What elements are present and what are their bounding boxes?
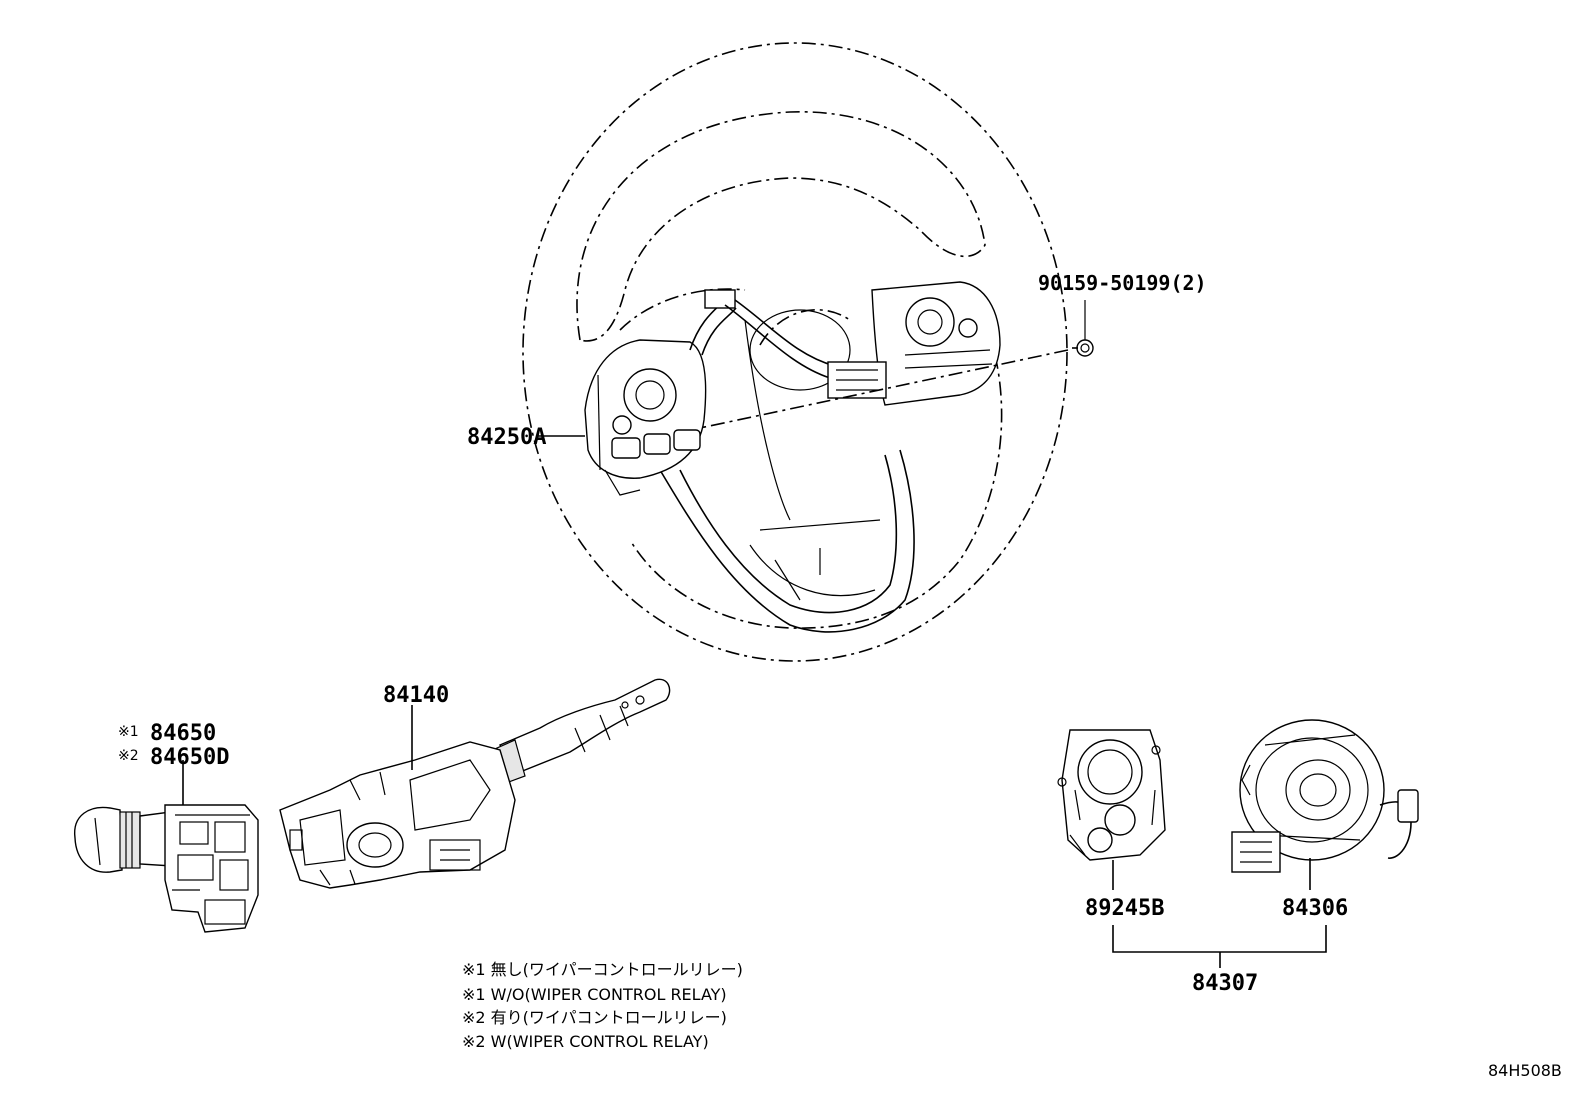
note-4: ※2 W(WIPER CONTROL RELAY) <box>462 1032 709 1051</box>
mark-1: ※1 <box>118 724 139 740</box>
steering-wheel <box>522 42 1068 662</box>
steering-switch-left <box>584 289 836 496</box>
note-2: ※1 W/O(WIPER CONTROL RELAY) <box>462 985 727 1004</box>
steering-switch-right <box>827 281 1001 406</box>
mark-2: ※2 <box>118 748 139 764</box>
note-3: ※2 有り(ワイパコントロールリレー) <box>462 1008 727 1027</box>
combination-switch <box>279 678 671 889</box>
label-84140: 84140 <box>383 683 449 708</box>
note-1: ※1 無し(ワイパーコントロールリレー) <box>462 960 743 979</box>
wiper-switch <box>74 804 259 933</box>
label-84306: 84306 <box>1282 896 1348 921</box>
diagram-code: 84H508B <box>1488 1061 1562 1080</box>
steering-sensor <box>1057 729 1166 861</box>
spiral-cable <box>1231 719 1419 873</box>
bracket-84307 <box>1112 925 1327 953</box>
screw-leader-line <box>699 349 1069 429</box>
screw <box>1072 339 1094 357</box>
label-84650D: 84650D <box>150 745 229 770</box>
label-90159-50199: 90159-50199(2) <box>1038 271 1207 295</box>
label-84250A: 84250A <box>467 425 546 450</box>
label-89245B: 89245B <box>1085 896 1164 921</box>
label-84307: 84307 <box>1192 971 1258 996</box>
label-84650: 84650 <box>150 721 216 746</box>
